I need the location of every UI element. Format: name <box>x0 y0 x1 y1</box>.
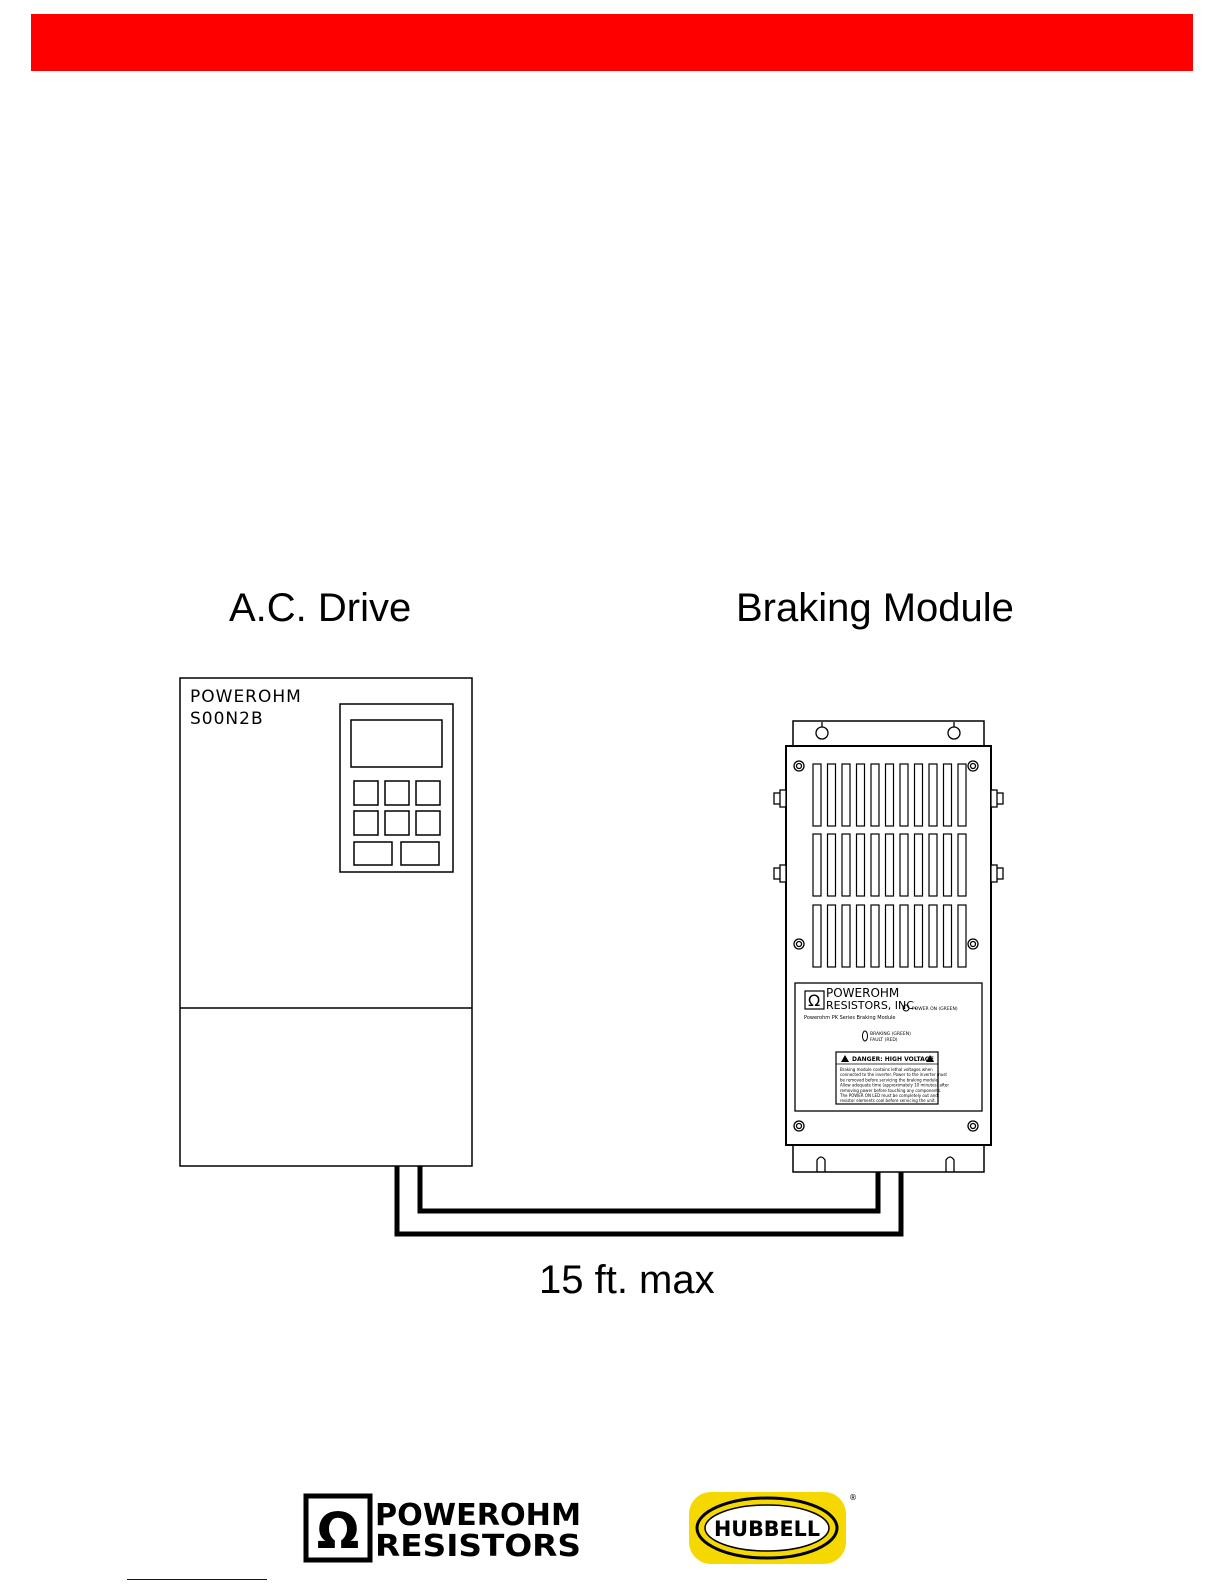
cable-wire-inner <box>417 1142 881 1214</box>
warning-line: removing power before touching any compo… <box>840 1088 941 1093</box>
keyhole-slot <box>815 722 829 740</box>
header-banner <box>31 14 1193 71</box>
vent-slot <box>870 833 880 897</box>
vent-slot <box>913 904 924 968</box>
vent-slot <box>870 904 880 968</box>
vent-slot <box>841 763 851 827</box>
vent-slot <box>942 904 953 968</box>
warning-line: Allow adequate time (approximately 10 mi… <box>840 1083 949 1088</box>
warning-text: Braking module contains lethal voltages … <box>839 1067 949 1103</box>
powerohm-logo-line2: RESISTORS <box>375 1529 581 1564</box>
status-led <box>862 1030 868 1042</box>
keypad-key <box>384 810 410 836</box>
omega-symbol: Ω <box>808 991 820 1010</box>
vent-slot <box>812 904 822 968</box>
warning-line: be removed before servicing the braking … <box>840 1077 939 1082</box>
hubbell-logo: HUBBELL ® <box>689 1492 857 1564</box>
warning-line: The POWER ON LED must be completely out … <box>839 1093 938 1098</box>
vent-slot <box>826 904 837 968</box>
registered-mark: ® <box>849 1493 857 1502</box>
vent-slot <box>855 833 866 897</box>
mounting-slot <box>945 1156 955 1172</box>
ventilation-grille <box>812 763 967 968</box>
drive-title: A.C. Drive <box>229 586 412 630</box>
vent-slot <box>826 833 837 897</box>
drive-brand: POWEROHM <box>190 687 302 707</box>
vent-slot <box>884 763 895 827</box>
vent-slot <box>899 763 909 827</box>
vent-slot <box>913 833 924 897</box>
cable-wire-outer <box>394 1142 904 1237</box>
vent-slot <box>928 904 938 968</box>
warning-title: DANGER: HIGH VOLTAGE <box>852 1056 934 1063</box>
vent-slot <box>855 763 866 827</box>
drive-model: S00N2B <box>190 709 264 729</box>
warning-line: Braking module contains lethal voltages … <box>840 1067 933 1072</box>
vent-slot <box>855 904 866 968</box>
keypad-key <box>415 810 441 836</box>
ac-drive: POWEROHM S00N2B <box>179 677 473 1167</box>
vent-slot <box>957 904 967 968</box>
warning-line: resistor elements cool before servicing … <box>840 1098 936 1103</box>
hubbell-wordmark: HUBBELL <box>714 1517 820 1541</box>
omega-icon: Ω <box>317 1502 360 1560</box>
keypad-key <box>415 780 441 806</box>
footer-link-underline[interactable] <box>127 1579 267 1580</box>
vent-slot <box>884 904 895 968</box>
connection-cable <box>394 1142 904 1237</box>
vent-slot <box>826 763 837 827</box>
module-brand-line2: RESISTORS, INC. <box>826 999 917 1012</box>
power-led <box>902 1004 910 1012</box>
mounting-slot <box>816 1156 826 1172</box>
omega-logo-box <box>804 990 825 1010</box>
module-brand-line1: POWEROHM <box>826 986 899 1000</box>
fault-led-label: FAULT (RED) <box>870 1037 898 1043</box>
vent-slot <box>841 904 851 968</box>
module-series: Powerohm PK Series Braking Module <box>804 1015 896 1021</box>
keyhole-slot <box>947 722 961 740</box>
keypad-key <box>353 810 379 836</box>
braking-led-label: BRAKING (GREEN) <box>870 1031 911 1037</box>
warning-line: connected to the inverter. Power to the … <box>840 1072 947 1077</box>
vent-slot <box>957 833 967 897</box>
braking-module: Ω POWEROHM RESISTORS, INC. POWER ON (GRE… <box>773 720 1004 1173</box>
vent-slot <box>812 833 822 897</box>
vent-slot <box>899 833 909 897</box>
module-title: Braking Module <box>736 586 1014 630</box>
warning-triangle-icon <box>841 1055 849 1062</box>
drive-keypad <box>339 703 454 873</box>
vent-slot <box>957 763 967 827</box>
vent-slot <box>942 763 953 827</box>
keypad-wide-key <box>400 841 440 866</box>
powerohm-omega-box <box>303 1493 373 1563</box>
warning-label <box>835 1051 939 1105</box>
hubbell-inner-oval <box>704 1504 830 1552</box>
keypad-key <box>384 780 410 806</box>
side-terminals <box>773 789 1004 883</box>
distance-label: 15 ft. max <box>539 1258 715 1302</box>
vent-slot <box>884 833 895 897</box>
vent-slot <box>928 833 938 897</box>
vent-slot <box>812 763 822 827</box>
keypad-display <box>350 719 443 768</box>
warning-triangle-icon <box>926 1055 934 1062</box>
keypad-key <box>353 780 379 806</box>
powerohm-logo-line1: POWEROHM <box>375 1498 581 1533</box>
vent-slot <box>841 833 851 897</box>
keypad-wide-key <box>353 841 393 866</box>
powerohm-logo: Ω POWEROHM RESISTORS <box>303 1493 581 1564</box>
vent-slot <box>942 833 953 897</box>
vent-slot <box>899 904 909 968</box>
vent-slot <box>928 763 938 827</box>
vent-slot <box>913 763 924 827</box>
power-led-label: POWER ON (GREEN) <box>912 1006 958 1012</box>
vent-slot <box>870 763 880 827</box>
